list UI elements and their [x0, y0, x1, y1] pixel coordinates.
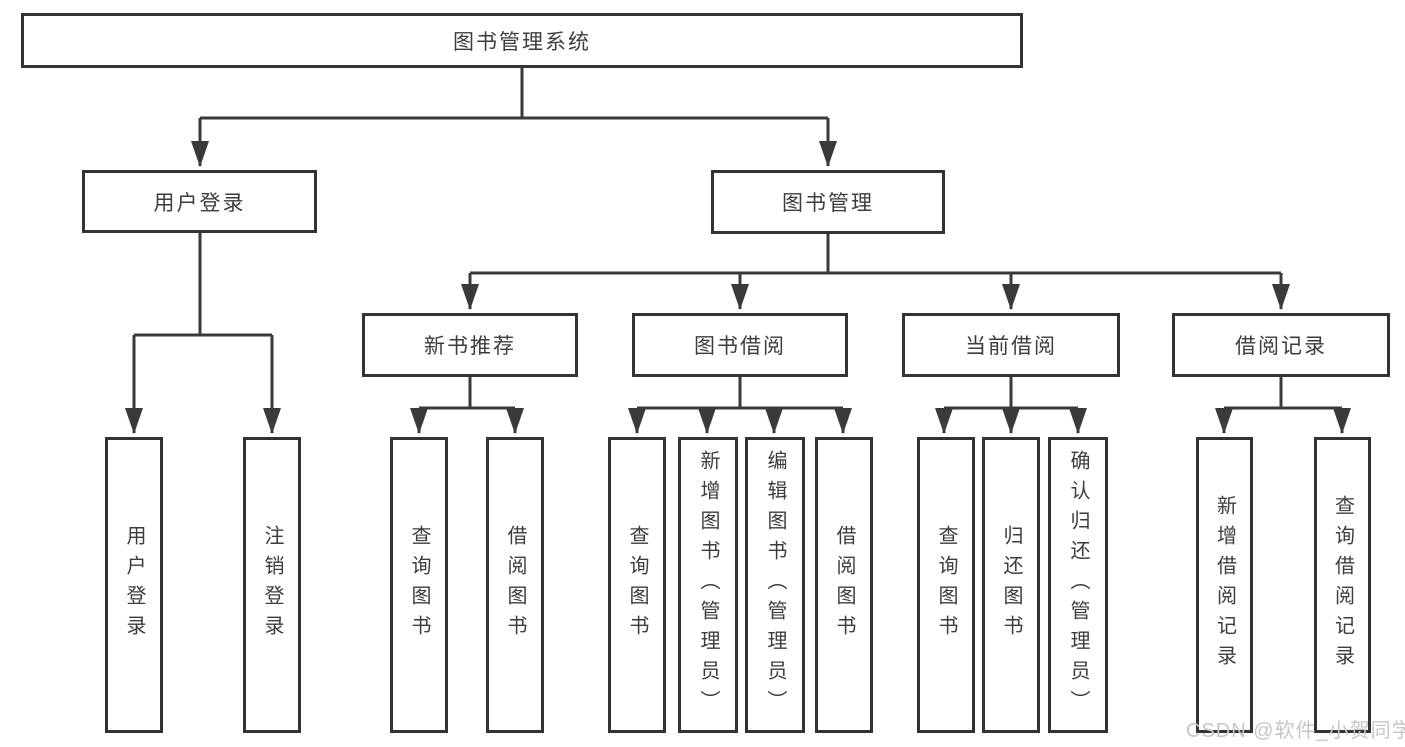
leaf-edit-books-admin: 编辑图书（管理员） — [745, 437, 805, 733]
node-label: 图书管理 — [782, 192, 874, 215]
leaf-add-books-admin: 新增图书（管理员） — [678, 437, 738, 733]
leaf-label: 查询借阅记录 — [1331, 495, 1354, 675]
node-label: 图书借阅 — [694, 335, 786, 358]
leaf-query-books-current: 查询图书 — [917, 437, 975, 733]
leaf-query-books-recommend: 查询图书 — [390, 437, 448, 733]
leaf-confirm-return-admin: 确认归还（管理员） — [1048, 437, 1108, 733]
node-current-borrow: 当前借阅 — [902, 313, 1120, 377]
node-label: 图书管理系统 — [453, 30, 591, 54]
node-label: 当前借阅 — [965, 335, 1057, 358]
node-book-borrow: 图书借阅 — [632, 313, 848, 377]
leaf-query-borrow-record: 查询借阅记录 — [1314, 437, 1371, 733]
leaf-return-books: 归还图书 — [982, 437, 1040, 733]
node-book-management: 图书管理 — [711, 170, 945, 234]
leaf-query-books-borrow: 查询图书 — [608, 437, 666, 733]
leaf-label: 用户登录 — [123, 525, 145, 645]
leaf-label: 借阅图书 — [833, 525, 855, 645]
leaf-label: 归还图书 — [1000, 525, 1022, 645]
leaf-label: 注销登录 — [261, 525, 283, 645]
leaf-logout-login: 注销登录 — [243, 437, 301, 733]
node-borrow-records: 借阅记录 — [1172, 313, 1390, 377]
leaf-label: 新增借阅记录 — [1213, 495, 1236, 675]
node-new-book-recommend: 新书推荐 — [362, 313, 578, 377]
node-library-management-system: 图书管理系统 — [21, 13, 1023, 68]
leaf-label: 查询图书 — [626, 525, 648, 645]
leaf-label: 查询图书 — [935, 525, 957, 645]
leaf-user-login: 用户登录 — [105, 437, 163, 733]
leaf-borrow-books: 借阅图书 — [815, 437, 873, 733]
leaf-label: 查询图书 — [408, 525, 430, 645]
leaf-add-borrow-record: 新增借阅记录 — [1196, 437, 1253, 733]
leaf-label: 新增图书（管理员） — [697, 450, 719, 720]
leaf-label: 借阅图书 — [504, 525, 526, 645]
leaf-borrow-books-recommend: 借阅图书 — [486, 437, 544, 733]
csdn-watermark: CSDN @软件_小贺同学 — [1186, 720, 1405, 742]
node-label: 用户登录 — [153, 191, 246, 215]
node-user-login: 用户登录 — [82, 170, 317, 233]
node-label: 新书推荐 — [424, 335, 516, 358]
node-label: 借阅记录 — [1235, 335, 1327, 358]
leaf-label: 编辑图书（管理员） — [764, 450, 786, 720]
leaf-label: 确认归还（管理员） — [1067, 450, 1089, 720]
